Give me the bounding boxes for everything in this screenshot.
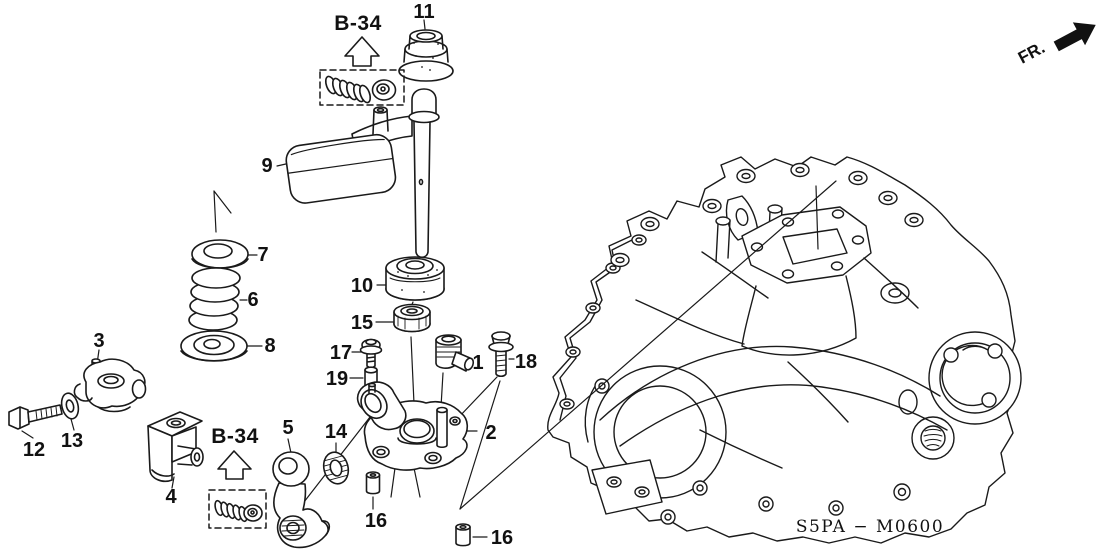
callout-12: 12 bbox=[23, 439, 45, 461]
part-8-drawing bbox=[180, 330, 248, 362]
section-ref-top-graphic bbox=[319, 36, 405, 106]
callout-17: 17 bbox=[330, 342, 352, 364]
callout-10: 10 bbox=[351, 275, 373, 297]
spring-icon bbox=[324, 75, 372, 104]
part-12-drawing bbox=[8, 404, 63, 430]
part-11-drawing bbox=[398, 29, 454, 82]
callout-4: 4 bbox=[165, 486, 177, 508]
callout-11: 11 bbox=[413, 1, 434, 23]
drawing-code: S5PA − M0600 bbox=[796, 517, 944, 537]
callout-5: 5 bbox=[282, 417, 293, 439]
callout-15: 15 bbox=[351, 312, 373, 334]
part-5-drawing bbox=[272, 451, 331, 549]
callout-6: 6 bbox=[247, 289, 258, 311]
part-6-drawing bbox=[188, 267, 241, 331]
callout-14: 14 bbox=[325, 421, 348, 443]
part-18-drawing bbox=[488, 331, 514, 378]
part-4-drawing bbox=[147, 411, 204, 483]
detail-box bbox=[319, 69, 405, 106]
callout-8: 8 bbox=[264, 335, 275, 357]
transmission-case-drawing bbox=[547, 156, 1022, 544]
callout-2: 2 bbox=[485, 422, 496, 444]
section-ref-bottom-graphic bbox=[208, 450, 267, 529]
callout-13: 13 bbox=[61, 430, 83, 452]
part-9-drawing bbox=[285, 106, 413, 204]
ring-icon bbox=[243, 504, 263, 522]
up-arrow-icon bbox=[217, 450, 252, 480]
section-ref-bottom-label: B-34 bbox=[211, 425, 259, 448]
callout-1: 1 bbox=[472, 352, 483, 374]
up-arrow-icon bbox=[344, 36, 380, 67]
callout-3: 3 bbox=[93, 330, 104, 352]
part-7-drawing bbox=[191, 239, 249, 269]
callout-9: 9 bbox=[261, 155, 272, 177]
shift-rod-drawing bbox=[408, 88, 440, 259]
callout-16a: 16 bbox=[365, 510, 387, 532]
part-16-pin-upper-drawing bbox=[365, 471, 381, 495]
part-10-drawing bbox=[385, 256, 445, 301]
callout-19: 19 bbox=[326, 368, 348, 390]
callout-16b: 16 bbox=[491, 527, 513, 549]
part-16-pin-lower-drawing bbox=[455, 523, 471, 547]
section-ref-top-label: B-34 bbox=[334, 12, 382, 35]
spring-icon bbox=[214, 499, 248, 523]
callout-7: 7 bbox=[257, 244, 268, 266]
part-13-drawing bbox=[60, 392, 80, 420]
ring-icon bbox=[371, 79, 397, 101]
part-14-drawing bbox=[322, 451, 350, 485]
part-3-drawing bbox=[73, 358, 147, 413]
leader-lines bbox=[21, 19, 837, 538]
callout-18: 18 bbox=[515, 351, 537, 373]
part-15-drawing bbox=[393, 303, 431, 333]
fr-direction-arrow: FR. bbox=[1015, 22, 1096, 68]
fr-arrow-icon bbox=[1053, 22, 1096, 52]
detail-box bbox=[208, 489, 267, 529]
part-2-drawing bbox=[356, 381, 469, 471]
part-17-drawing bbox=[359, 338, 383, 369]
part-1-drawing bbox=[435, 334, 475, 372]
fr-label: FR. bbox=[1015, 38, 1048, 68]
